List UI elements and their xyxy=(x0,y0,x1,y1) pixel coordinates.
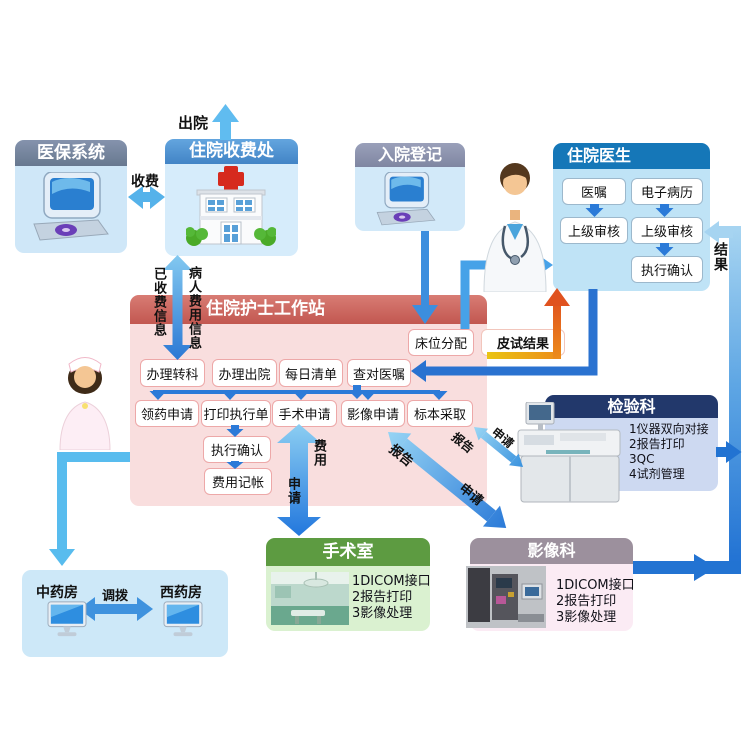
lab-title: 检验科 xyxy=(607,397,656,416)
admission-to-bed-arrow xyxy=(412,231,438,324)
insurance-header: 医保系统 xyxy=(15,140,127,166)
doctor-figure xyxy=(483,163,547,292)
doctor-internal-arrows xyxy=(585,204,674,256)
doctor-emr-box: 电子病历 xyxy=(631,178,703,205)
result-label: 结果 xyxy=(712,242,728,272)
charge-label: 收费 xyxy=(131,174,159,190)
imaging-feature: 3影像处理 xyxy=(556,610,617,625)
fee-info-double-arrow xyxy=(163,255,192,360)
doctor-header: 住院医生 xyxy=(553,143,710,169)
pharmacy-transfer-arrow xyxy=(79,597,153,621)
admission-title: 入院登记 xyxy=(377,145,442,164)
discharge-arrow xyxy=(212,104,239,140)
skin-test-box: 皮试结果 xyxy=(481,329,565,356)
skin-test-arrow xyxy=(487,288,570,359)
monitor-icon xyxy=(47,601,87,637)
daily-list-box: 每日清单 xyxy=(279,359,343,387)
med-request-box: 领药申请 xyxy=(135,400,199,427)
imaging-dept-title: 影像科 xyxy=(527,541,576,560)
imaging-dept-header: 影像科 xyxy=(470,538,633,564)
imaging-machine-photo xyxy=(466,566,546,628)
nurse-exec-confirm-box: 执行确认 xyxy=(203,436,271,463)
admission-panel: 入院登记 xyxy=(355,143,465,231)
fee-office-header: 住院收费处 xyxy=(165,139,298,164)
lab-feature: 4试剂管理 xyxy=(629,467,685,481)
imaging-request-box: 影像申请 xyxy=(341,400,405,427)
doctor-orders-box: 医嘱 xyxy=(562,178,626,205)
doctor-title: 住院医生 xyxy=(567,146,632,165)
specimen-box: 标本采取 xyxy=(407,400,473,427)
or-feature: 3影像处理 xyxy=(352,606,413,621)
doctor-review-right-box: 上级审核 xyxy=(631,217,703,244)
transfer-label: 调拨 xyxy=(102,589,129,604)
doctor-to-check-orders-arrow xyxy=(411,289,598,382)
western-pharmacy-label: 西药房 xyxy=(160,585,202,601)
transfer-box: 办理转科 xyxy=(140,359,205,387)
bed-assign-box: 床位分配 xyxy=(408,329,474,356)
result-route-arrow xyxy=(704,221,741,574)
lab-analyzer-photo xyxy=(517,402,621,503)
imaging-output-arrow xyxy=(633,554,741,581)
lab-output-arrow xyxy=(716,441,742,463)
nurse-to-pharmacy-arrow xyxy=(49,452,130,566)
or-feature: 1DICOM接口 xyxy=(352,574,431,589)
check-orders-box: 查对医嘱 xyxy=(347,359,411,387)
or-feature: 2报告打印 xyxy=(352,590,413,605)
nurse-station-title: 住院护士工作站 xyxy=(206,299,325,319)
operating-room-photo xyxy=(271,572,349,625)
or-request-label: 申请 xyxy=(285,477,300,505)
doctor-exec-confirm-box: 执行确认 xyxy=(631,256,703,283)
operating-room-title: 手术室 xyxy=(322,542,374,562)
nurse-internal-arrows xyxy=(149,385,448,469)
computer-icon xyxy=(376,172,436,226)
hospital-icon xyxy=(186,166,276,246)
surgery-fee-request-arrow xyxy=(277,424,321,536)
lab-feature: 2报告打印 xyxy=(629,437,685,451)
admission-header: 入院登记 xyxy=(355,143,465,167)
doctor-review-left-box: 上级审核 xyxy=(560,217,628,244)
lab-header: 检验科 xyxy=(545,395,718,418)
lab-feature: 3QC xyxy=(629,452,655,466)
discharge-label: 出院 xyxy=(178,114,209,132)
patient-fee-info-label: 病人费用信息 xyxy=(186,266,201,350)
operating-room-header: 手术室 xyxy=(266,538,430,566)
charged-info-label: 已收费信息 xyxy=(151,267,166,337)
imaging-request-report-arrow xyxy=(388,432,507,529)
monitor-icon xyxy=(163,601,203,637)
fee-label: 费用 xyxy=(311,439,326,467)
fee-office-title: 住院收费处 xyxy=(189,141,274,161)
lab-feature: 1仪器双向对接 xyxy=(629,422,709,436)
nurse-figure xyxy=(59,357,111,450)
imaging-feature: 1DICOM接口 xyxy=(556,578,635,593)
billing-box: 费用记帐 xyxy=(204,468,272,495)
imaging-feature: 2报告打印 xyxy=(556,594,617,609)
charge-double-arrow xyxy=(128,186,165,209)
lab-request-report-arrow xyxy=(474,427,524,468)
surgery-request-box: 手术申请 xyxy=(272,400,337,427)
insurance-title: 医保系统 xyxy=(37,143,105,163)
computer-icon xyxy=(33,172,109,241)
chinese-pharmacy-label: 中药房 xyxy=(36,585,78,601)
discharge-box: 办理出院 xyxy=(212,359,277,387)
